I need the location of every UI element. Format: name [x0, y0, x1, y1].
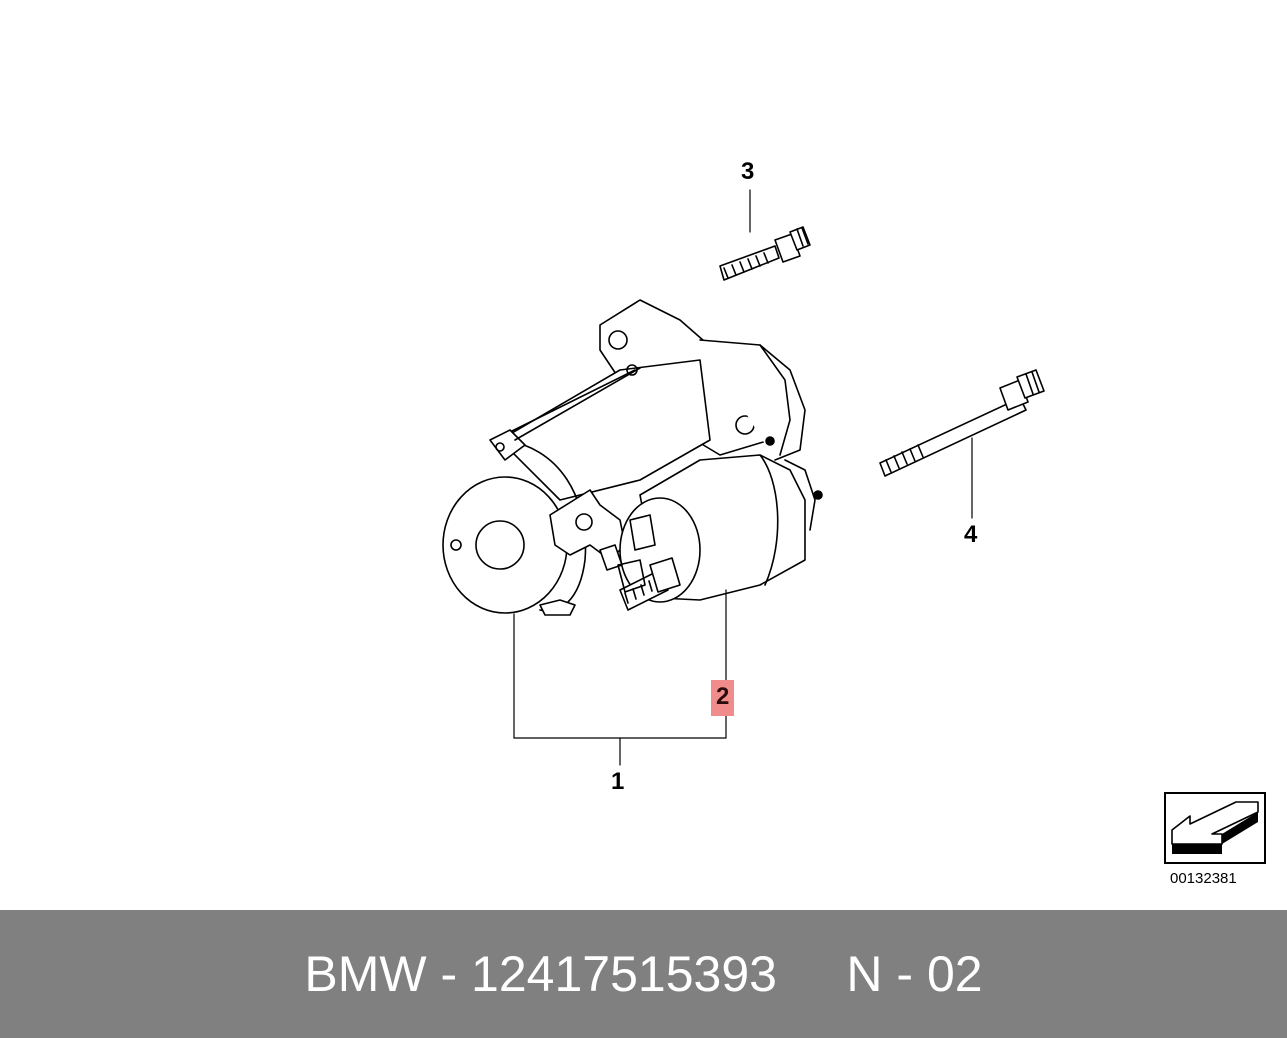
direction-arrow-icon — [1164, 792, 1266, 864]
spacer — [777, 945, 846, 1003]
brand-separator: - — [426, 946, 472, 1002]
callout-part-3: 3 — [741, 158, 755, 185]
callout-part-1: 1 — [611, 768, 625, 795]
short-bolt-drawing — [719, 226, 811, 281]
brand-name: BMW — [304, 946, 427, 1002]
starter-motor-illustration — [442, 189, 1045, 766]
part-number: 12417515393 — [471, 946, 777, 1002]
long-bolt-drawing — [879, 369, 1045, 477]
parts-diagram: 3 4 2 1 — [442, 158, 1045, 795]
callout-part-4: 4 — [964, 521, 978, 548]
illustration-reference-number: 00132381 — [1170, 870, 1237, 887]
part-number-text: BMW - 12417515393 N - 02 — [0, 910, 1287, 1038]
part-number-banner: BMW - 12417515393 N - 02 — [0, 910, 1287, 1038]
callout-part-2-highlighted: 2 — [711, 680, 735, 716]
variant-code: N - 02 — [846, 946, 983, 1002]
starter-motor-drawing — [442, 299, 823, 616]
